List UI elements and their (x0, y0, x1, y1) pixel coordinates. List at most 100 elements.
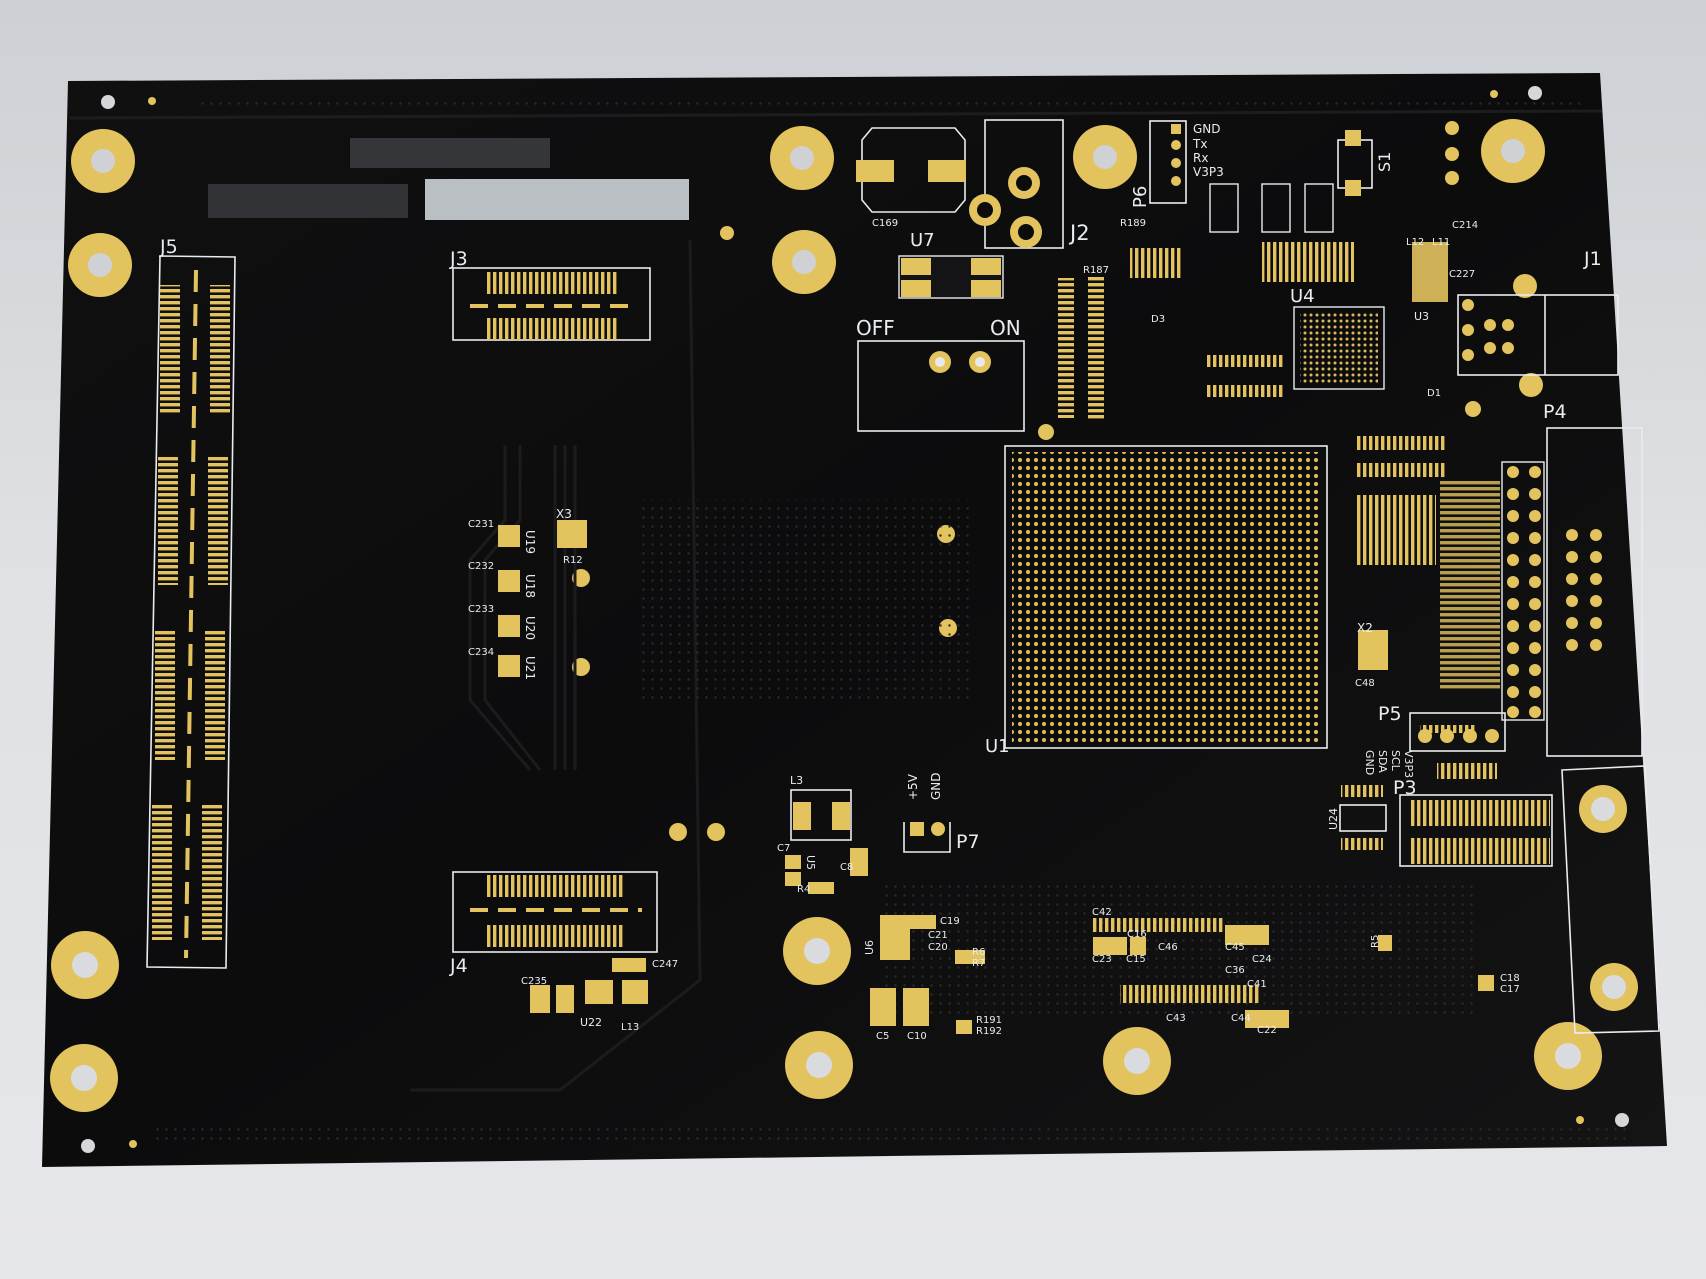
label-u22: U22 (580, 1016, 602, 1029)
connector-j2 (969, 119, 1064, 249)
label-c48: C48 (1355, 678, 1375, 689)
header-p5 (1409, 712, 1506, 752)
label-j4: J4 (449, 955, 468, 977)
label-r192: R192 (976, 1026, 1002, 1037)
label-c234: C234 (468, 647, 494, 658)
label-c8: C8 (840, 862, 853, 873)
label-c44: C44 (1231, 1013, 1251, 1024)
label-uart-rx: Rx (1193, 151, 1208, 165)
right-frame-silk (1561, 765, 1660, 1034)
label-c42: C42 (1092, 907, 1112, 918)
label-u7: U7 (910, 230, 935, 251)
small-ics-left (498, 520, 587, 677)
header-p4 (1501, 427, 1643, 757)
label-c235: C235 (521, 976, 547, 987)
label-l11: L11 (1432, 237, 1450, 248)
mounting-hole (71, 129, 135, 193)
mounting-hole (1073, 125, 1137, 189)
connector-j3 (452, 267, 651, 341)
mounting-hole (50, 1044, 118, 1112)
connector-j1 (1457, 294, 1619, 376)
switch-s1 (1337, 121, 1459, 196)
battery-holder (856, 127, 966, 213)
label-l13: L13 (621, 1022, 639, 1033)
mounting-hole (785, 1031, 853, 1099)
mounting-hole (1481, 119, 1545, 183)
label-u19: U19 (523, 530, 537, 554)
header-p6 (1149, 120, 1187, 204)
chip-u7 (898, 255, 1004, 299)
label-r7: R7 (972, 958, 985, 969)
label-r12: R12 (563, 555, 583, 566)
label-i2c-sda: SDA (1376, 750, 1389, 773)
label-u3: U3 (1414, 310, 1429, 323)
header-p7 (903, 822, 951, 853)
label-r189: R189 (1120, 218, 1146, 229)
label-c233: C233 (468, 604, 494, 615)
label-c214: C214 (1452, 220, 1478, 231)
label-u20: U20 (523, 616, 537, 640)
label-c16: C16 (1127, 929, 1147, 940)
label-c19: C19 (940, 916, 960, 927)
resistor-columns (1058, 183, 1448, 477)
top-rail-vias (200, 96, 1580, 106)
label-c18: C18 (1500, 973, 1520, 984)
inductor-l3 (790, 789, 852, 841)
label-p7-gnd: GND (929, 772, 943, 800)
silkscreen-labels: J5 J3 J4 J2 J1 P4 P5 P3 P7 P6 S1 U1 U4 U… (159, 122, 1602, 1042)
label-c36: C36 (1225, 965, 1245, 976)
label-x3: X3 (556, 507, 572, 521)
label-c21: C21 (928, 930, 948, 941)
header-p3 (1399, 794, 1553, 867)
label-r6: R6 (972, 947, 985, 958)
label-s1: S1 (1375, 152, 1394, 172)
label-c20: C20 (928, 942, 948, 953)
mounting-holes (50, 119, 1638, 1112)
label-r187: R187 (1083, 265, 1109, 276)
label-c43: C43 (1166, 1013, 1186, 1024)
mounting-hole (68, 233, 132, 297)
label-c24: C24 (1252, 954, 1272, 965)
label-c45: C45 (1225, 942, 1245, 953)
label-l12: L12 (1406, 237, 1424, 248)
label-r4: R4 (797, 884, 810, 895)
label-c227: C227 (1449, 269, 1475, 280)
label-p6: P6 (1130, 186, 1151, 208)
passive-clusters-right (1356, 480, 1500, 779)
chip-u1 (1004, 445, 1328, 749)
label-off: OFF (856, 316, 895, 340)
mounting-hole (1103, 1027, 1171, 1095)
label-c7: C7 (777, 843, 790, 854)
chip-u24 (1339, 785, 1387, 850)
label-j3: J3 (449, 248, 468, 270)
label-c46: C46 (1158, 942, 1178, 953)
label-u5: U5 (804, 855, 817, 870)
label-u24: U24 (1327, 808, 1340, 830)
label-c10: C10 (907, 1031, 927, 1042)
mounting-hole (1579, 785, 1627, 833)
mounting-hole (772, 230, 836, 294)
label-x2: X2 (1357, 621, 1373, 635)
label-j5: J5 (159, 236, 178, 258)
label-c23: C23 (1092, 954, 1112, 965)
label-p4: P4 (1543, 401, 1567, 423)
chip-u4 (1293, 306, 1385, 390)
mounting-hole (51, 931, 119, 999)
label-r191: R191 (976, 1015, 1002, 1026)
label-u21: U21 (523, 656, 537, 680)
label-u6: U6 (863, 940, 876, 955)
label-i2c-v3p3: V3P3 (1402, 750, 1415, 778)
label-uart-gnd: GND (1193, 122, 1221, 136)
label-c231: C231 (468, 519, 494, 530)
label-p3: P3 (1393, 777, 1417, 799)
label-c41: C41 (1247, 979, 1267, 990)
label-d3: D3 (1151, 314, 1165, 325)
label-d1: D1 (1427, 388, 1441, 399)
label-on: ON (990, 316, 1021, 340)
label-u18: U18 (523, 574, 537, 598)
label-p5: P5 (1378, 703, 1402, 725)
blurred-branding (208, 138, 689, 220)
mounting-hole (1534, 1022, 1602, 1090)
label-c17: C17 (1500, 984, 1520, 995)
